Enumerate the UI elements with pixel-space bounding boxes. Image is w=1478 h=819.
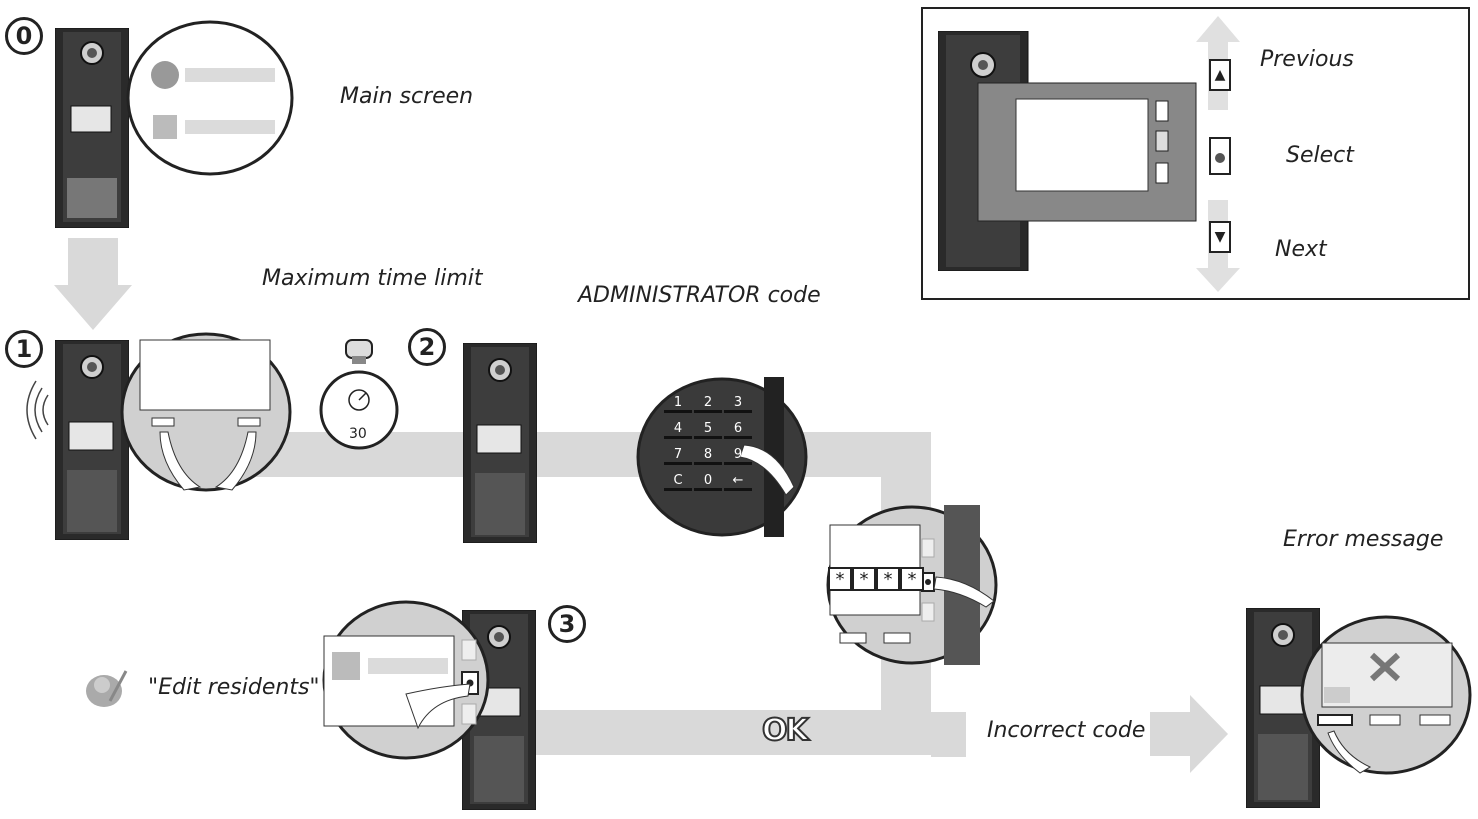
step-1-badge: 1 (5, 330, 43, 368)
flow-band-incorrect (931, 712, 966, 757)
select-dot-icon (1215, 153, 1225, 163)
key-4[interactable]: 4 (664, 421, 692, 439)
intercom-panel-drawing (55, 28, 129, 228)
down-arrow-0-1 (54, 238, 132, 330)
right-arrow-incorrect (1150, 695, 1228, 773)
sound-waves-icon (26, 380, 49, 440)
code-entry-zoom-circle: * * * * (826, 505, 998, 665)
code-char: * (852, 567, 876, 591)
error-zoom-circle (1300, 615, 1472, 775)
key-9[interactable]: 9 (724, 447, 752, 465)
stopwatch-icon: 30 (314, 338, 404, 453)
intercom-panel-0 (55, 28, 129, 228)
legend-next-label: Next (1275, 237, 1327, 262)
edit-residents-label: "Edit residents" (148, 675, 320, 700)
legend-select-label: Select (1286, 143, 1354, 168)
zoom-circle-0 (125, 20, 295, 176)
keypad-zoom-circle: 1 2 3 4 5 6 7 8 9 C 0 ← (636, 377, 808, 537)
edit-residents-icon (80, 665, 130, 711)
key-3[interactable]: 3 (724, 395, 752, 413)
key-0[interactable]: 0 (694, 473, 722, 491)
stopwatch-seconds: 30 (349, 426, 367, 442)
code-char: * (876, 567, 900, 591)
legend-down-button: ▼ (1209, 221, 1231, 253)
ok-label: OK (761, 712, 810, 749)
zoom-circle-3 (322, 600, 490, 760)
main-screen-label: Main screen (340, 84, 474, 109)
key-2[interactable]: 2 (694, 395, 722, 413)
keypad-grid: 1 2 3 4 5 6 7 8 9 C 0 ← (664, 395, 754, 491)
zoom-circle-1 (120, 332, 292, 492)
button-legend: ▲ ▼ Previous Select Next (921, 7, 1470, 300)
incorrect-code-label: Incorrect code (987, 718, 1146, 743)
key-7[interactable]: 7 (664, 447, 692, 465)
key-c[interactable]: C (664, 473, 692, 491)
intercom-panel-2 (463, 343, 537, 543)
legend-up-button: ▲ (1209, 59, 1231, 91)
key-6[interactable]: 6 (724, 421, 752, 439)
step-0-badge: 0 (5, 17, 43, 55)
code-char: * (828, 567, 852, 591)
flow-band-to-3 (535, 710, 931, 755)
code-char: * (900, 567, 924, 591)
key-1[interactable]: 1 (664, 395, 692, 413)
key-5[interactable]: 5 (694, 421, 722, 439)
error-message-label: Error message (1283, 527, 1444, 552)
step-2-badge: 2 (408, 328, 446, 366)
key-8[interactable]: 8 (694, 447, 722, 465)
max-time-label: Maximum time limit (262, 266, 483, 291)
legend-panel (938, 31, 1197, 271)
admin-code-label: ADMINISTRATOR code (578, 283, 821, 308)
legend-select-button (1209, 137, 1231, 175)
legend-previous-label: Previous (1260, 47, 1354, 72)
code-mask: * * * * (828, 567, 924, 591)
key-enter[interactable]: ← (724, 473, 752, 491)
step-3-badge: 3 (548, 605, 586, 643)
intercom-panel-1 (55, 340, 129, 540)
